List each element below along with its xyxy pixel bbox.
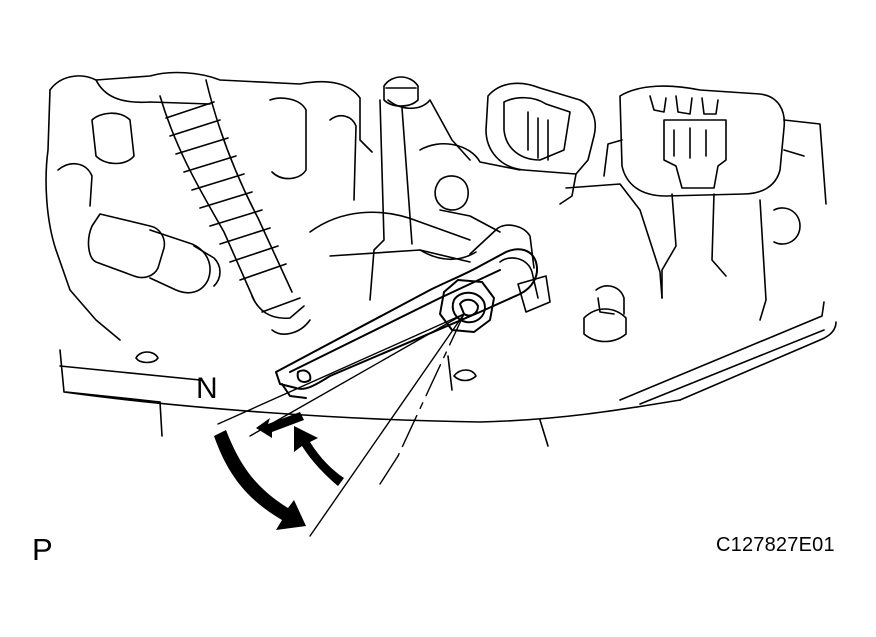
neutral-switch-connector <box>485 82 596 205</box>
bolt-small-left <box>135 351 159 364</box>
figure-code: C127827E01 <box>716 534 835 556</box>
bolt-top <box>383 76 419 107</box>
bolt-right <box>583 285 627 343</box>
neutral-reference-lines <box>217 313 465 537</box>
return-arrow <box>294 426 344 486</box>
left-fitting <box>87 213 221 294</box>
corrugated-hose <box>159 79 311 335</box>
wire-harness-connector <box>603 85 827 321</box>
manual-valve-shaft <box>469 224 551 313</box>
valve-body-bracket <box>309 99 663 301</box>
small-arrow <box>256 412 304 438</box>
shaft-nut <box>439 279 495 333</box>
park-position-label: P <box>32 532 53 567</box>
control-shaft-lever <box>275 248 538 399</box>
bolt-small-bottom <box>447 355 477 391</box>
neutral-position-label: N <box>196 372 218 405</box>
rotation-arrow <box>214 430 306 530</box>
transmission-housing <box>45 71 837 447</box>
